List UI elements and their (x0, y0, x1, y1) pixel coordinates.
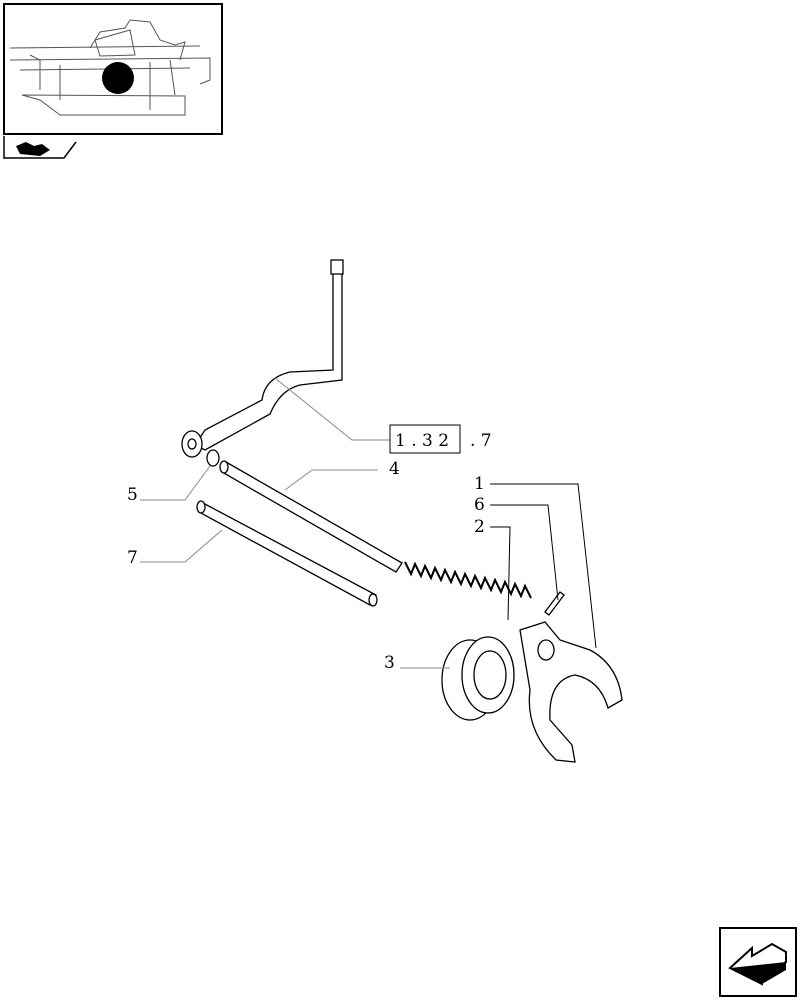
roll-pin (544, 591, 565, 616)
shift-fork (519, 621, 623, 763)
callout-1[interactable]: 1 (474, 474, 485, 494)
thumbnail-tab (3, 136, 77, 159)
callout-6[interactable]: 6 (474, 495, 485, 515)
callout-5[interactable]: 5 (127, 485, 138, 505)
location-marker (102, 62, 134, 94)
spring (404, 561, 532, 599)
tractor-icon (16, 142, 50, 156)
transmission-thumbnail-icon (9, 19, 211, 116)
reference-suffix: . 7 (470, 431, 492, 451)
shift-rod (219, 460, 403, 573)
o-ring (206, 449, 220, 467)
shift-shaft (196, 500, 378, 607)
callout-7[interactable]: 7 (127, 548, 138, 568)
callout-4[interactable]: 4 (389, 459, 400, 479)
thumbnail-panel[interactable] (3, 3, 223, 159)
coupling-sleeve (441, 636, 515, 721)
reference-boxed[interactable]: 1 . 3 2 (395, 431, 449, 451)
callout-3[interactable]: 3 (384, 653, 395, 673)
leader-lines (140, 377, 597, 669)
previous-page-button[interactable] (719, 927, 797, 997)
callout-2[interactable]: 2 (474, 517, 485, 537)
oil-pipe (181, 259, 344, 458)
